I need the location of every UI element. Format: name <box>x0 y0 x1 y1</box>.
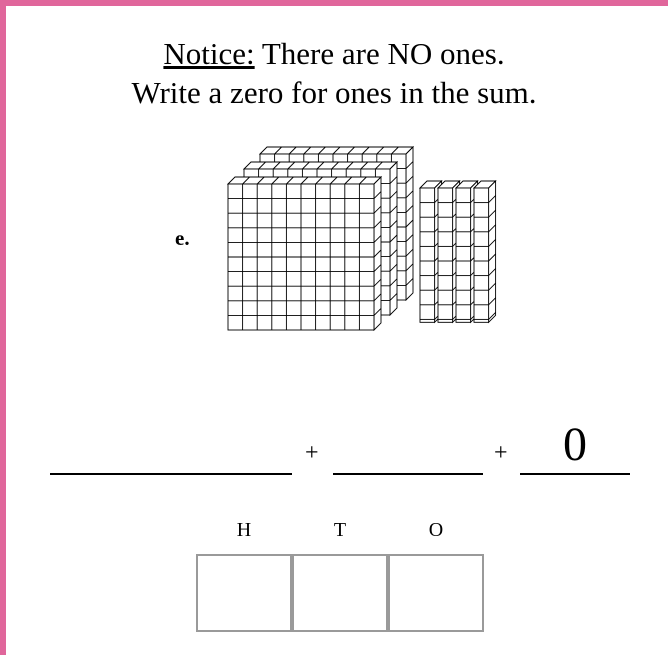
notice-text: Notice: There are NO ones. <box>0 36 668 72</box>
tens-rods <box>420 181 496 322</box>
notice-message: There are NO ones. <box>255 36 505 71</box>
hundred-flat <box>228 177 381 330</box>
ones-answer-line <box>520 473 630 475</box>
problem-letter: e. <box>175 226 190 251</box>
ones-answer-box[interactable] <box>388 554 484 632</box>
column-label-ones: O <box>388 518 484 542</box>
notice-label: Notice: <box>163 36 254 71</box>
plus-sign: + <box>494 438 508 468</box>
column-label-hundreds: H <box>196 518 292 542</box>
instruction-text: Write a zero for ones in the sum. <box>0 75 668 111</box>
hundreds-answer-line <box>50 473 292 475</box>
tens-answer-line <box>333 473 483 475</box>
plus-sign: + <box>305 438 319 468</box>
tens-answer-box[interactable] <box>292 554 388 632</box>
hundreds-answer-box[interactable] <box>196 554 292 632</box>
ten-rod <box>474 181 496 322</box>
hundreds-blocks <box>228 147 413 330</box>
column-label-tens: T <box>292 518 388 542</box>
ones-answer-value: 0 <box>520 417 630 473</box>
page-border-top <box>0 0 668 6</box>
base-ten-blocks <box>220 140 520 340</box>
